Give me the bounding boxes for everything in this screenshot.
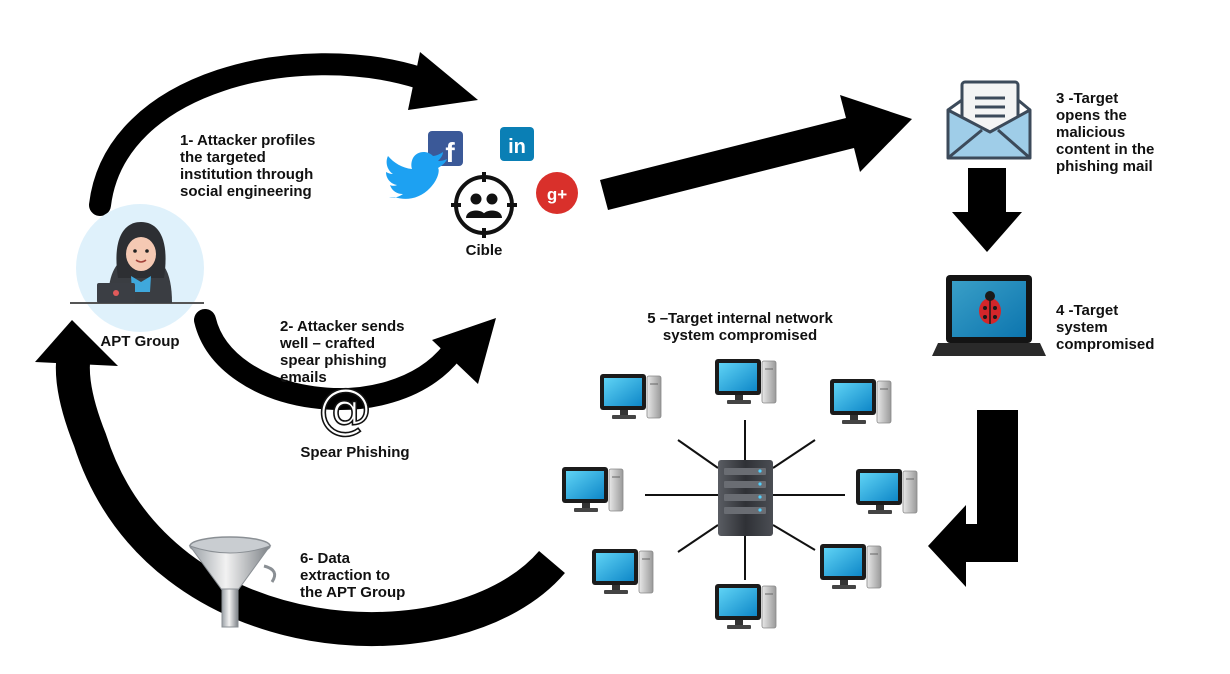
- computer-icon: [855, 468, 918, 515]
- computer-icon: [829, 378, 892, 425]
- at-sign-icon: @: [317, 376, 373, 441]
- hacker-icon: [70, 204, 204, 332]
- twitter-icon: [386, 152, 447, 199]
- step4-label: 4 -Target system compromised: [1056, 302, 1155, 353]
- svg-text:in: in: [508, 136, 526, 158]
- spear-phishing-label: Spear Phishing: [300, 444, 410, 461]
- step2-label: 2- Attacker sends well – crafted spear p…: [280, 318, 405, 386]
- apt-group-label: APT Group: [100, 333, 180, 350]
- step5-label: 5 –Target internal network system compro…: [647, 310, 833, 344]
- linkedin-icon: in: [500, 127, 534, 161]
- cible-label: Cible: [465, 242, 503, 259]
- computer-icon: [714, 583, 777, 630]
- funnel-icon: [188, 536, 277, 628]
- step6-label: 6- Data extraction to the APT Group: [300, 550, 406, 601]
- computer-icon: [591, 548, 654, 595]
- svg-text:g+: g+: [547, 185, 567, 204]
- step3-label: 3 -Target opens the malicious content in…: [1056, 90, 1155, 175]
- googleplus-icon: g+: [536, 172, 578, 214]
- computer-icon: [819, 543, 882, 590]
- target-users-icon: [451, 172, 517, 238]
- arrow-step2: [194, 309, 496, 410]
- arrow-mail-to-laptop: [952, 168, 1022, 252]
- server-icon: [718, 460, 773, 536]
- arrow-step1: [89, 52, 478, 216]
- step1-label: 1- Attacker profiles the targeted instit…: [180, 132, 316, 200]
- svg-text:@: @: [318, 377, 372, 440]
- arrow-step6-return: [35, 320, 565, 647]
- computer-icon: [561, 466, 624, 513]
- computer-icon: [599, 373, 662, 420]
- svg-text:f: f: [445, 137, 455, 168]
- arrow-laptop-to-network: [928, 410, 1018, 587]
- mail-icon: [946, 80, 1032, 160]
- computer-icon: [714, 358, 777, 405]
- network-links: [645, 420, 845, 580]
- infected-laptop-icon: [932, 275, 1046, 356]
- arrow-to-mail: [600, 95, 912, 210]
